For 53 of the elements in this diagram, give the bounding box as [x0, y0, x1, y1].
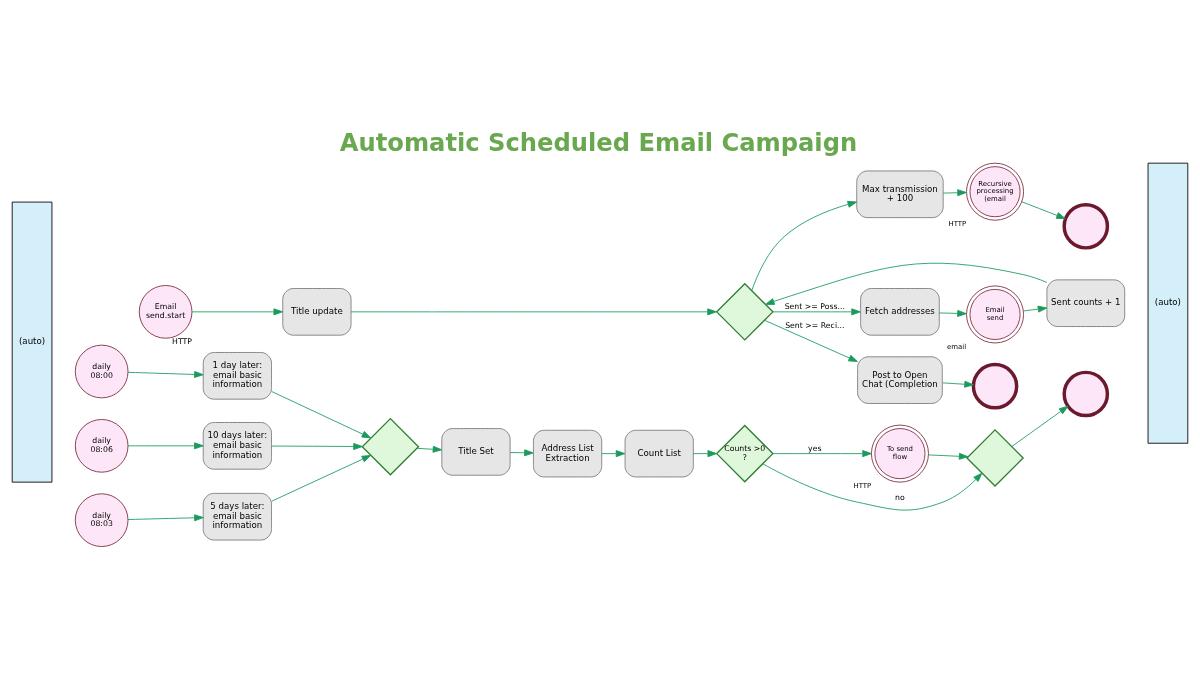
arrow	[601, 449, 626, 457]
arrow	[942, 380, 974, 388]
arrow	[1023, 305, 1048, 313]
arrow	[127, 441, 204, 449]
edge-label: yes	[808, 443, 822, 453]
arrow	[693, 449, 717, 457]
arrow	[928, 452, 969, 460]
edge-label: Sent >= Poss...	[784, 301, 845, 311]
node-circle: daily 08:03	[74, 492, 129, 547]
arrow	[191, 307, 283, 315]
edge-label: Sent >= Reci...	[785, 320, 845, 330]
node-box: Address List Extraction	[533, 429, 603, 477]
node-box: Title update	[282, 287, 352, 336]
node-diamond	[966, 428, 1025, 487]
node-box: Sent counts + 1	[1046, 278, 1126, 327]
edge-label: no	[895, 492, 905, 502]
arrow	[509, 448, 534, 456]
arrow	[127, 370, 204, 378]
node-circle	[971, 362, 1019, 410]
node-box: (auto)	[1147, 162, 1189, 444]
node-box: Count List	[624, 429, 694, 477]
arrow	[764, 319, 858, 362]
node-circle	[1062, 370, 1110, 417]
node-circle: daily 08:06	[74, 418, 129, 473]
node-box: 10 days later: email basic information	[202, 421, 272, 470]
diagram-title: Automatic Scheduled Email Campaign	[339, 128, 858, 157]
node-box: Title Set	[441, 427, 511, 476]
arrow	[127, 513, 204, 521]
arrow	[751, 200, 858, 291]
node-circle	[1062, 202, 1110, 250]
arrow	[350, 307, 717, 315]
arrow	[1021, 200, 1066, 219]
arrow	[772, 449, 872, 457]
arrow	[762, 462, 983, 511]
node-box: 1 day later: email basic information	[202, 351, 272, 400]
arrow	[271, 390, 372, 438]
arrow	[765, 262, 1048, 305]
arrow	[1011, 405, 1069, 447]
node-box: Post to Open Chat (Completion	[857, 355, 943, 404]
arrow	[271, 442, 363, 450]
arrow	[772, 307, 861, 315]
node-circle: daily 08:00	[74, 344, 129, 398]
node-box: (auto)	[11, 201, 53, 483]
node-box: Max transmission + 100	[856, 170, 944, 218]
node-label: HTTP	[172, 336, 192, 346]
arrow	[942, 188, 967, 196]
arrow	[416, 445, 443, 453]
node-circle: Email send.start	[138, 284, 193, 339]
node-box: 5 days later: email basic information	[202, 492, 272, 540]
node-box: Fetch addresses	[860, 287, 940, 336]
node-diamond: Counts >0 ?	[715, 424, 774, 483]
arrow	[271, 454, 372, 502]
arrow	[938, 309, 967, 317]
